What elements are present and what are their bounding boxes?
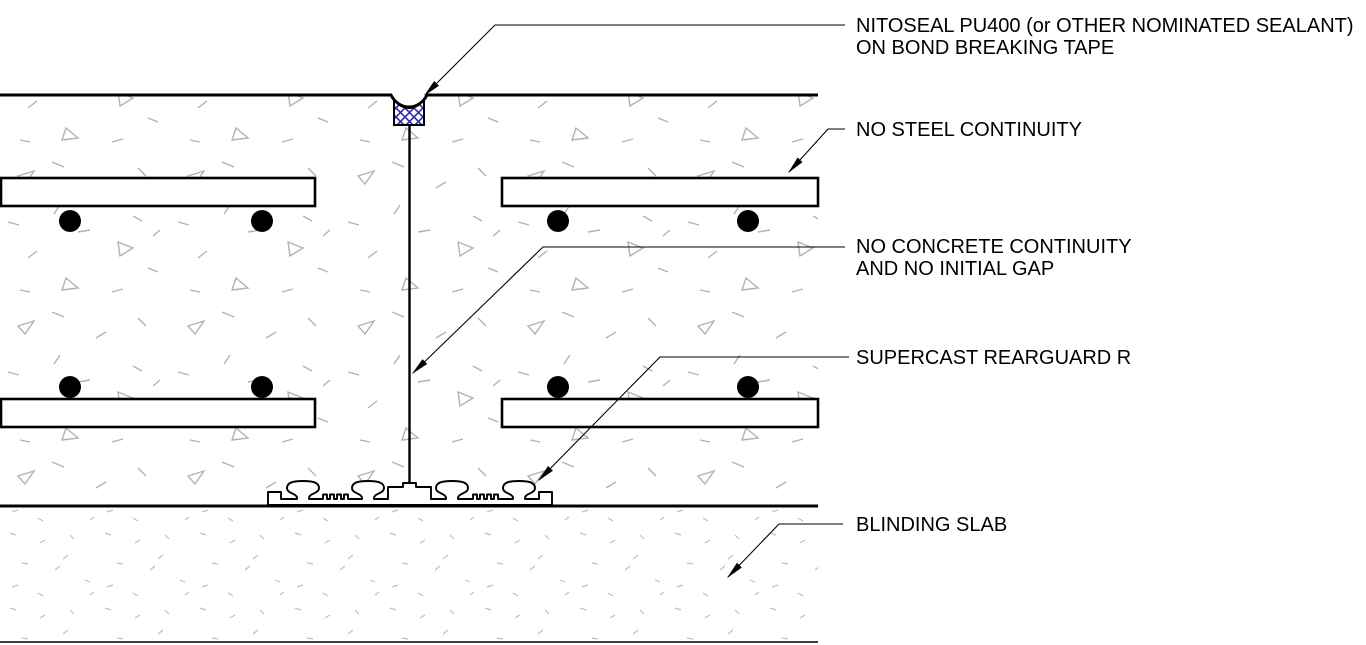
label-sealant-line1: NITOSEAL PU400 (or OTHER NOMINATED SEALA…: [856, 15, 1354, 37]
leader-blinding: [726, 523, 843, 579]
rebar-dot: [59, 210, 81, 232]
rebar-dot: [737, 376, 759, 398]
rebar-dots-top-layer: [59, 210, 759, 232]
label-no-steel: NO STEEL CONTINUITY: [856, 119, 1082, 141]
leader-waterstop: [537, 356, 849, 482]
leader-no-steel: [787, 128, 845, 174]
sealant-crosshatch: [393, 97, 425, 126]
label-sealant-line2: ON BOND BREAKING TAPE: [856, 37, 1114, 59]
rebar-dot: [251, 210, 273, 232]
waterstop-profile: [267, 480, 553, 506]
leader-sealant: [423, 24, 845, 97]
sealant-bead: [393, 97, 425, 126]
rebar-bar-bottom-right: [500, 397, 820, 429]
rebar-bar-top-left: [0, 176, 317, 208]
rebar-dot: [547, 210, 569, 232]
label-waterstop: SUPERCAST REARGUARD R: [856, 347, 1131, 369]
rebar-bar-top-right: [500, 176, 820, 208]
leader-no-concrete: [411, 246, 845, 375]
rebar-dot: [547, 376, 569, 398]
label-blinding: BLINDING SLAB: [856, 514, 1007, 536]
rebar-dot: [737, 210, 759, 232]
label-no-concrete-line2: AND NO INITIAL GAP: [856, 258, 1054, 280]
rebar-dot: [251, 376, 273, 398]
label-no-concrete-line1: NO CONCRETE CONTINUITY: [856, 236, 1132, 258]
rebar-dot: [59, 376, 81, 398]
rebar-dots-bottom-layer: [59, 376, 759, 398]
blinding-slab-body: [0, 508, 818, 641]
rebar-bar-bottom-left: [0, 397, 317, 429]
